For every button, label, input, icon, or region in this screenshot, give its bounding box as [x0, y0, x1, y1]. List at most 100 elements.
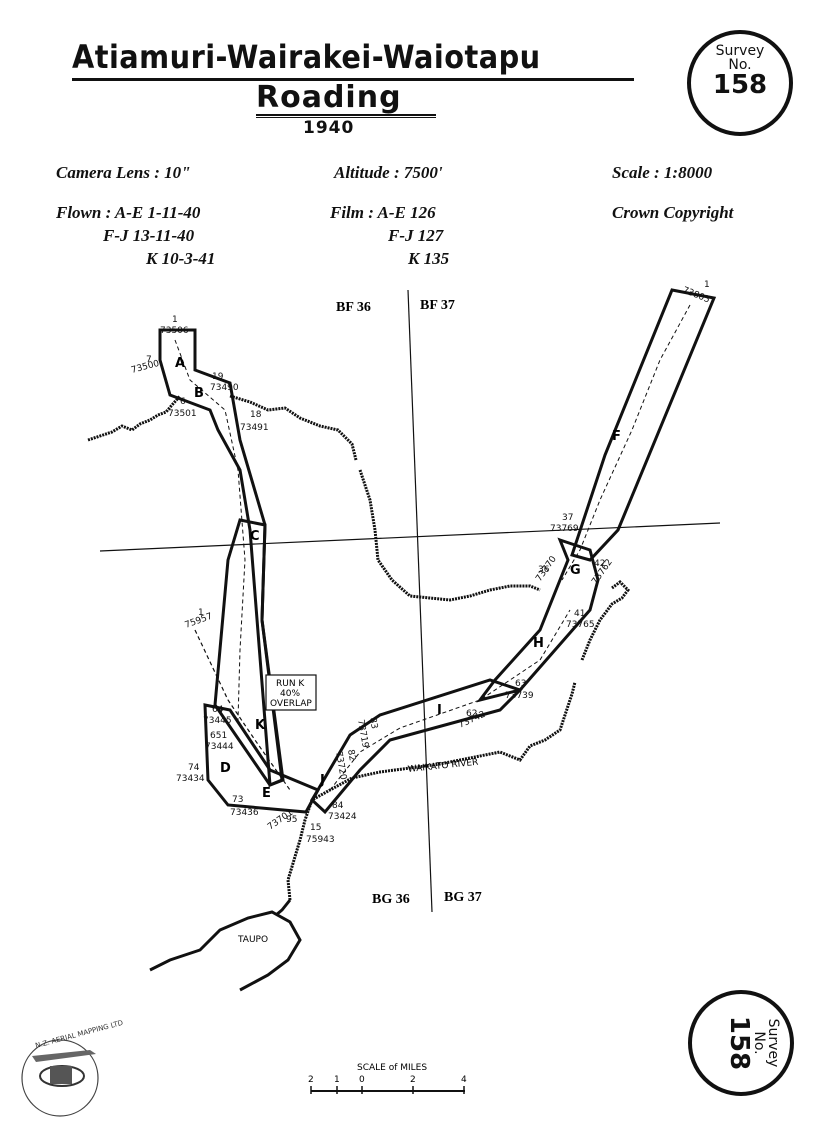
- run-label-b: B: [194, 386, 204, 401]
- photo-h-right-num: 73765: [566, 620, 595, 630]
- photo-h-right: 41: [574, 609, 585, 619]
- run-ij-strip: [310, 678, 523, 815]
- photo-j-right-num: 73424: [328, 812, 357, 822]
- photo-b-right2-num: 73491: [240, 423, 269, 433]
- run-gh-strip: [476, 537, 600, 703]
- photo-a-top: 1: [172, 315, 178, 325]
- photo-a-left: 7: [146, 355, 152, 365]
- flown-line-3: K 10-3-41: [146, 249, 216, 268]
- photo-k-top: 1: [198, 608, 204, 618]
- run-label-g: G: [570, 563, 581, 578]
- photo-i-right-num: 73739: [505, 691, 534, 701]
- photo-b-right: 19: [212, 372, 224, 382]
- photo-j-mid-num: 73720: [333, 751, 348, 781]
- aerial-mapping-logo: N.Z. AERIAL MAPPING LTD: [21, 1019, 124, 1117]
- run-k-path: [194, 629, 291, 791]
- seal-number: 158: [712, 70, 768, 100]
- photo-j-right: 84: [332, 801, 344, 811]
- film-line-1: Film : A-E 126: [330, 203, 436, 222]
- run-label-h: H: [533, 636, 544, 651]
- photo-g-right: 42: [594, 559, 605, 569]
- altitude: Altitude : 7500': [334, 163, 443, 182]
- photo-d-top: 64: [212, 705, 224, 715]
- run-label-e: E: [262, 786, 271, 801]
- river-east: [580, 580, 630, 661]
- scale-tick-4: 4: [461, 1075, 467, 1085]
- photo-d-top-num: 73445: [203, 716, 232, 726]
- subtitle-underline-thin: [256, 117, 436, 118]
- lake-label: TAUPO: [237, 935, 268, 945]
- run-label-d: D: [220, 761, 231, 776]
- grid-line-vertical: [407, 289, 433, 913]
- run-label-a: A: [175, 356, 185, 371]
- photo-e-low: 73: [232, 795, 243, 805]
- river-south-channel: [275, 899, 292, 917]
- flown-line-1: Flown : A-E 1-11-40: [56, 203, 201, 222]
- map-subtitle: Roading: [256, 80, 402, 115]
- photo-g-top-num: 73769: [550, 524, 579, 534]
- grid-label-bg36: BG 36: [372, 892, 410, 907]
- photo-b-left-num: 73501: [168, 409, 197, 419]
- photo-j-low: 95: [286, 815, 297, 825]
- lake-taupo-shore: [149, 910, 302, 992]
- photo-b-right-num: 73490: [210, 383, 239, 393]
- scale-tick-1: 1: [334, 1075, 340, 1085]
- run-label-c: C: [250, 529, 260, 544]
- photo-i-right: 63: [515, 679, 526, 689]
- run-label-i: I: [437, 703, 442, 718]
- photo-a-top-num: 73506: [160, 326, 189, 336]
- run-label-j: J: [319, 773, 325, 788]
- run-k-note-line2: 40%: [280, 689, 300, 699]
- photo-b-right2: 18: [250, 410, 262, 420]
- photo-g-left: 36: [538, 565, 550, 575]
- run-k-note-box: [265, 674, 317, 711]
- copyright: Crown Copyright: [612, 203, 734, 222]
- river-waikato: [286, 681, 577, 901]
- seal-word: Survey: [715, 43, 765, 59]
- photo-i-left-num: 73719: [355, 719, 370, 749]
- survey-seal-bottom: Survey No. 158: [688, 990, 794, 1096]
- seal-bottom-word: Survey: [765, 1018, 781, 1068]
- subtitle-underline: [256, 114, 436, 116]
- scale: Scale : 1:8000: [612, 163, 713, 182]
- photo-e-low-num: 73436: [230, 808, 259, 818]
- scale-bar-title: SCALE of MILES: [357, 1063, 427, 1073]
- photo-k-low: 15: [310, 823, 321, 833]
- photo-f-top: 1: [704, 280, 710, 290]
- flight-path-f: [561, 304, 691, 581]
- run-f-strip: [570, 288, 717, 562]
- river-stream-northwest: [87, 395, 182, 442]
- photo-i-left: 83: [367, 717, 379, 730]
- run-c-strip: [213, 518, 285, 787]
- seal-bottom-no: No.: [751, 1031, 767, 1055]
- grid-line-horizontal: [99, 522, 721, 552]
- run-k-note-line3: OVERLAP: [270, 699, 312, 709]
- scale-tick-2l: 2: [308, 1075, 314, 1085]
- film-line-2: F-J 127: [388, 226, 444, 245]
- camera-lens: Camera Lens : 10": [56, 163, 191, 182]
- scale-tick-0: 0: [359, 1075, 365, 1085]
- flown-line-2: F-J 13-11-40: [103, 226, 195, 245]
- photo-d-mid: 651: [210, 731, 227, 741]
- title-underline: [72, 78, 634, 81]
- river-stream-central: [358, 469, 541, 602]
- flight-path-ab: [174, 339, 246, 721]
- film-line-3: K 135: [408, 249, 450, 268]
- photo-k-low-num: 75943: [306, 835, 335, 845]
- seal-no: No.: [728, 57, 752, 73]
- photo-g-top: 37: [562, 513, 573, 523]
- photo-a-left-num: 73500: [130, 359, 161, 376]
- run-label-k: K: [255, 718, 266, 733]
- grid-label-bf36: BF 36: [336, 300, 371, 315]
- map-year: 1940: [303, 118, 355, 138]
- seal-bottom-number: 158: [724, 1015, 754, 1071]
- grid-label-bg37: BG 37: [444, 890, 482, 905]
- photo-d-mid-num: 73444: [205, 742, 234, 752]
- run-k-note-line1: RUN K: [276, 679, 305, 689]
- scale-tick-2r: 2: [410, 1075, 416, 1085]
- photo-j-mid: 82: [345, 749, 357, 762]
- river-stream-north: [229, 394, 358, 461]
- map-title: Atiamuri-Wairakei-Waiotapu: [72, 38, 541, 76]
- photo-d-low-num: 73434: [176, 774, 205, 784]
